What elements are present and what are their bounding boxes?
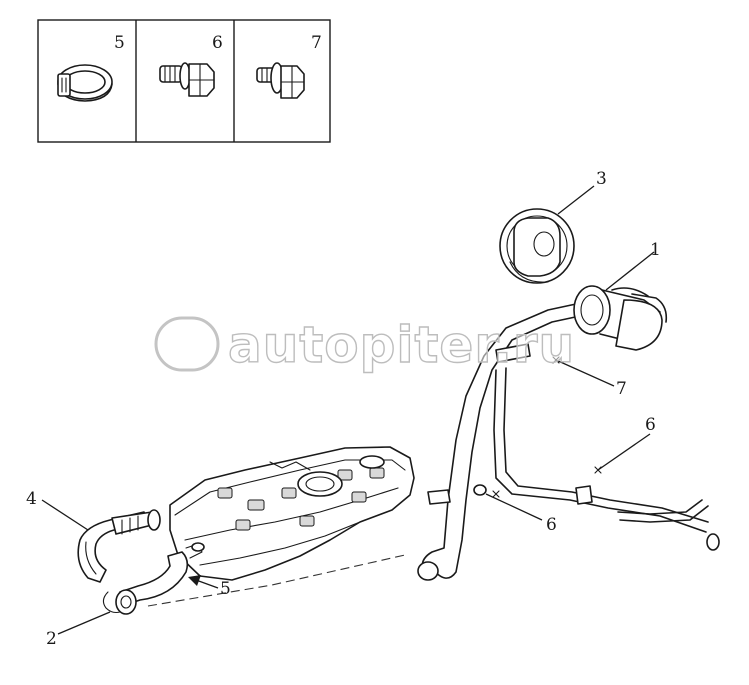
fuel-tank bbox=[169, 446, 415, 581]
arrow-5 bbox=[188, 575, 201, 586]
filler-neck-pipe bbox=[417, 285, 720, 581]
connection-dashed-line bbox=[147, 554, 406, 607]
callout-7: 7 bbox=[616, 379, 627, 399]
hose-clamp-icon bbox=[57, 64, 113, 102]
inset-parts-box: 5 6 7 bbox=[37, 19, 331, 143]
watermark-logo-icon bbox=[154, 316, 220, 372]
inset-label-6: 6 bbox=[212, 33, 223, 53]
flange-bolt-icon bbox=[256, 62, 305, 99]
leader-lines bbox=[41, 185, 655, 635]
inset-label-5: 5 bbox=[114, 33, 125, 53]
inset-label-7: 7 bbox=[311, 33, 322, 53]
callout-3: 3 bbox=[596, 169, 607, 189]
hose-upper bbox=[77, 509, 161, 583]
bolt-icon bbox=[159, 62, 215, 97]
hose-clamp-small bbox=[191, 542, 205, 552]
watermark-text: autopiter.ru bbox=[228, 316, 575, 374]
fuel-cap bbox=[499, 208, 575, 284]
watermark: autopiter.ru bbox=[154, 315, 575, 375]
callout-1: 1 bbox=[650, 240, 661, 260]
callout-2: 2 bbox=[46, 629, 57, 649]
callout-4: 4 bbox=[26, 489, 37, 509]
callout-6a: 6 bbox=[546, 515, 557, 535]
hose-lower bbox=[102, 543, 203, 615]
callout-6b: 6 bbox=[645, 415, 656, 435]
callout-5: 5 bbox=[220, 579, 231, 599]
